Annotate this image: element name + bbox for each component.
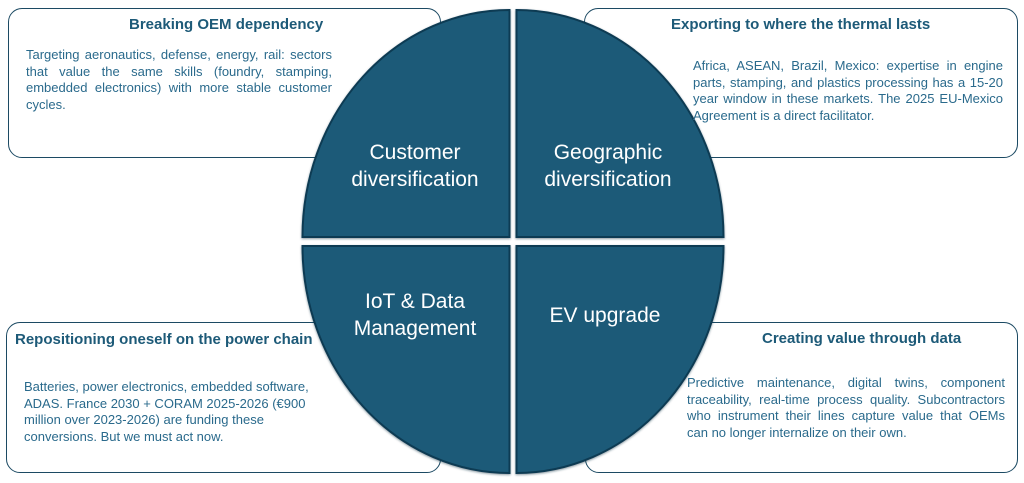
- quadrant-bottom-right: [515, 245, 725, 475]
- quadrant-label-ev: EV upgrade: [549, 304, 661, 327]
- title-breaking-oem: Breaking OEM dependency: [129, 16, 324, 33]
- title-exporting: Exporting to where the thermal lasts: [671, 16, 931, 33]
- quadrant-label-geographic: Geographic diversification: [544, 141, 672, 191]
- quadrant-top-left: [301, 8, 511, 238]
- text-breaking-oem: Targeting aeronautics, defense, energy, …: [26, 47, 332, 112]
- text-exporting: Africa, ASEAN, Brazil, Mexico: expertise…: [693, 58, 1003, 123]
- text-creating-value: Predictive maintenance, digital twins, c…: [687, 375, 1005, 440]
- title-repositioning: Repositioning oneself on the power chain: [15, 331, 313, 348]
- quadrant-top-right: [515, 8, 725, 238]
- quadrant-label-customer: Customer diversification: [351, 141, 479, 191]
- title-creating-value: Creating value through data: [762, 330, 962, 347]
- quadrant-label-iot: IoT & Data Management: [353, 290, 477, 340]
- quadrant-bottom-left: [301, 245, 511, 475]
- text-repositioning: Batteries, power electronics, embedded s…: [24, 379, 309, 444]
